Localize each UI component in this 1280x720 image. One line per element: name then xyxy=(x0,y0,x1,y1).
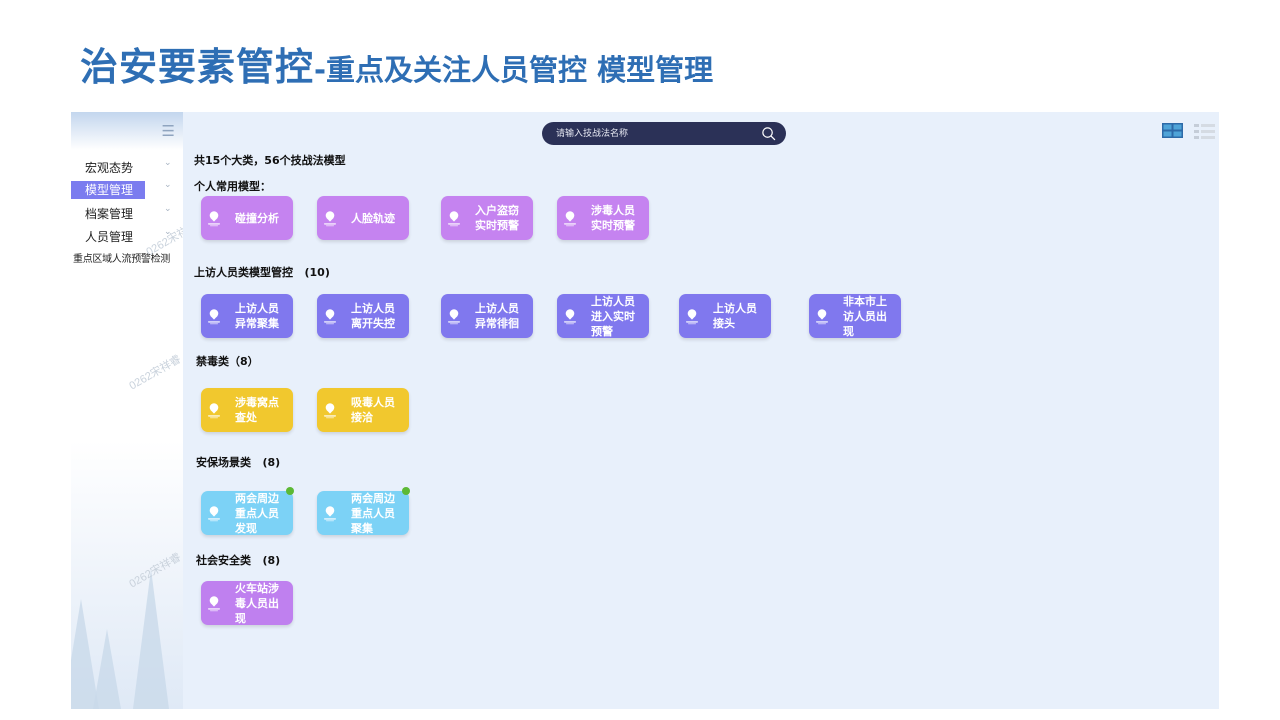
location-pin-icon xyxy=(446,308,462,325)
page-title: 治安要素管控-重点及关注人员管控 模型管理 xyxy=(80,36,713,91)
model-card-label: 上访人员异常聚集 xyxy=(235,302,279,330)
location-pin-icon xyxy=(206,402,222,419)
sidebar-item-personnel-management[interactable]: 人员管理 xyxy=(85,230,134,244)
model-card[interactable]: 上访人员离开失控 xyxy=(317,294,409,338)
status-dot xyxy=(286,487,294,495)
model-card[interactable]: 人脸轨迹 xyxy=(317,196,409,240)
model-card-label: 涉毒人员实时预警 xyxy=(591,204,635,232)
tree-decoration xyxy=(133,569,169,709)
sidebar-item-macro-situation[interactable]: 宏观态势 xyxy=(85,161,134,175)
hamburger-icon[interactable]: ☰ xyxy=(161,122,175,140)
model-card-label: 两会周边重点人员发现 xyxy=(235,491,279,535)
chevron-down-icon[interactable]: ⌄ xyxy=(164,180,172,190)
section-title: 禁毒类（8） xyxy=(196,355,259,368)
sidebar-item-archive-management[interactable]: 档案管理 xyxy=(85,207,134,221)
section-title: 上访人员类模型管控 (10) xyxy=(194,266,330,279)
location-pin-icon xyxy=(446,210,462,227)
model-card[interactable]: 上访人员进入实时预警 xyxy=(557,294,649,338)
page-title-main: 治安要素管控 xyxy=(80,45,315,89)
location-pin-icon xyxy=(814,308,830,325)
model-card[interactable]: 火车站涉毒人员出现 xyxy=(201,581,293,625)
model-card[interactable]: 非本市上访人员出现 xyxy=(809,294,901,338)
model-card[interactable]: 上访人员异常聚集 xyxy=(201,294,293,338)
sidebar-item-model-management[interactable]: 模型管理 xyxy=(71,181,145,199)
location-pin-icon xyxy=(684,308,700,325)
chevron-down-icon[interactable]: ⌄ xyxy=(164,227,172,237)
sidebar: 0262宋祥睿 0262宋祥睿 0262宋祥睿 ☰ 宏观态势 ⌄ 模型管理 ⌄ … xyxy=(71,112,183,709)
model-card[interactable]: 上访人员接头 xyxy=(679,294,771,338)
model-card[interactable]: 入户盗窃实时预警 xyxy=(441,196,533,240)
location-pin-icon xyxy=(322,210,338,227)
model-card-label: 非本市上访人员出现 xyxy=(843,294,887,338)
grid-view-icon[interactable] xyxy=(1162,123,1183,138)
location-pin-icon xyxy=(206,595,222,612)
tree-decoration xyxy=(93,629,121,709)
chevron-down-icon[interactable]: ⌄ xyxy=(164,204,172,214)
location-pin-icon xyxy=(206,505,222,522)
model-card-label: 两会周边重点人员聚集 xyxy=(351,491,395,535)
model-card[interactable]: 涉毒人员实时预警 xyxy=(557,196,649,240)
model-card-label: 入户盗窃实时预警 xyxy=(475,204,519,232)
model-card[interactable]: 吸毒人员接洽 xyxy=(317,388,409,432)
chevron-down-icon[interactable]: ⌄ xyxy=(164,158,172,168)
model-card-label: 涉毒窝点查处 xyxy=(235,396,279,424)
model-card[interactable]: 两会周边重点人员聚集 xyxy=(317,491,409,535)
app-window: 0262宋祥睿 0262宋祥睿 0262宋祥睿 ☰ 宏观态势 ⌄ 模型管理 ⌄ … xyxy=(71,112,1219,709)
model-card-label: 碰撞分析 xyxy=(235,211,279,225)
location-pin-icon xyxy=(562,210,578,227)
location-pin-icon xyxy=(206,308,222,325)
search-input[interactable] xyxy=(556,126,746,141)
watermark: 0262宋祥睿 xyxy=(127,353,183,393)
location-pin-icon xyxy=(322,402,338,419)
model-card-label: 上访人员接头 xyxy=(713,302,757,330)
section-title: 安保场景类 (8) xyxy=(196,456,281,469)
model-card-label: 上访人员异常徘徊 xyxy=(475,302,519,330)
model-card[interactable]: 碰撞分析 xyxy=(201,196,293,240)
model-card-label: 上访人员离开失控 xyxy=(351,302,395,330)
list-view-icon[interactable] xyxy=(1194,124,1215,139)
location-pin-icon xyxy=(562,308,578,325)
sidebar-subitem-crowd-warning[interactable]: 重点区域人流预警检测 xyxy=(73,254,170,265)
section-title: 社会安全类 (8) xyxy=(196,554,281,567)
section-title: 个人常用模型： xyxy=(194,180,271,193)
model-summary: 共15个大类，56个技战法模型 xyxy=(194,154,346,167)
model-card[interactable]: 上访人员异常徘徊 xyxy=(441,294,533,338)
location-pin-icon xyxy=(206,210,222,227)
location-pin-icon xyxy=(322,308,338,325)
search-icon[interactable] xyxy=(761,126,776,141)
location-pin-icon xyxy=(322,505,338,522)
model-card[interactable]: 涉毒窝点查处 xyxy=(201,388,293,432)
model-card-label: 火车站涉毒人员出现 xyxy=(235,581,279,625)
model-card-label: 人脸轨迹 xyxy=(351,211,395,225)
model-card[interactable]: 两会周边重点人员发现 xyxy=(201,491,293,535)
model-card-label: 上访人员进入实时预警 xyxy=(591,294,635,338)
page-title-sub: -重点及关注人员管控 模型管理 xyxy=(314,53,714,87)
model-card-label: 吸毒人员接洽 xyxy=(351,396,395,424)
status-dot xyxy=(402,487,410,495)
search-bar xyxy=(542,122,786,145)
